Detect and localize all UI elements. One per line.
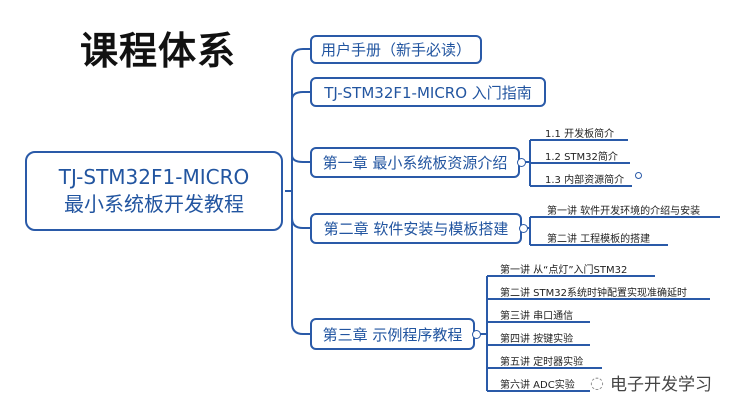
sub-item[interactable]: 1.3 内部资源简介 xyxy=(545,175,625,186)
page-title: 课程体系 xyxy=(80,29,237,73)
root-line1: TJ-STM32F1-MICRO xyxy=(58,165,250,189)
wechat-icon: ◌ xyxy=(590,373,604,392)
sub-item[interactable]: 第五讲 定时器实验 xyxy=(500,357,584,368)
watermark-text: 电子开发学习 xyxy=(609,375,712,395)
sub-item[interactable]: 第二讲 工程模板的搭建 xyxy=(547,234,651,245)
branch-chapter-3[interactable]: 第三章 示例程序教程 xyxy=(310,318,475,350)
sub-item[interactable]: 第六讲 ADC实验 xyxy=(500,380,575,391)
branch-chapter-1[interactable]: 第一章 最小系统板资源介绍 xyxy=(310,147,520,178)
sub-item[interactable]: 第二讲 STM32系统时钟配置实现准确延时 xyxy=(500,288,687,299)
root-line2: 最小系统板开发教程 xyxy=(64,192,244,216)
sub-item[interactable]: 1.1 开发板简介 xyxy=(545,129,615,140)
collapse-toggle-icon[interactable] xyxy=(519,224,528,233)
branch-getting-started[interactable]: TJ-STM32F1-MICRO 入门指南 xyxy=(310,77,546,107)
sub-item[interactable]: 第四讲 按键实验 xyxy=(500,334,574,345)
expand-toggle-icon[interactable] xyxy=(635,172,642,179)
collapse-toggle-icon[interactable] xyxy=(472,330,481,339)
branch-chapter-2[interactable]: 第二章 软件安装与模板搭建 xyxy=(310,213,522,244)
sub-item[interactable]: 第一讲 软件开发环境的介绍与安装 xyxy=(547,206,701,217)
sub-item[interactable]: 1.2 STM32简介 xyxy=(545,152,618,163)
root-node[interactable]: TJ-STM32F1-MICRO 最小系统板开发教程 xyxy=(25,151,283,231)
collapse-toggle-icon[interactable] xyxy=(517,158,526,167)
sub-item[interactable]: 第三讲 串口通信 xyxy=(500,311,574,322)
sub-item[interactable]: 第一讲 从“点灯”入门STM32 xyxy=(500,265,628,276)
branch-user-manual[interactable]: 用户手册（新手必读） xyxy=(310,35,482,64)
watermark: ◌ 电子开发学习 xyxy=(590,370,712,395)
